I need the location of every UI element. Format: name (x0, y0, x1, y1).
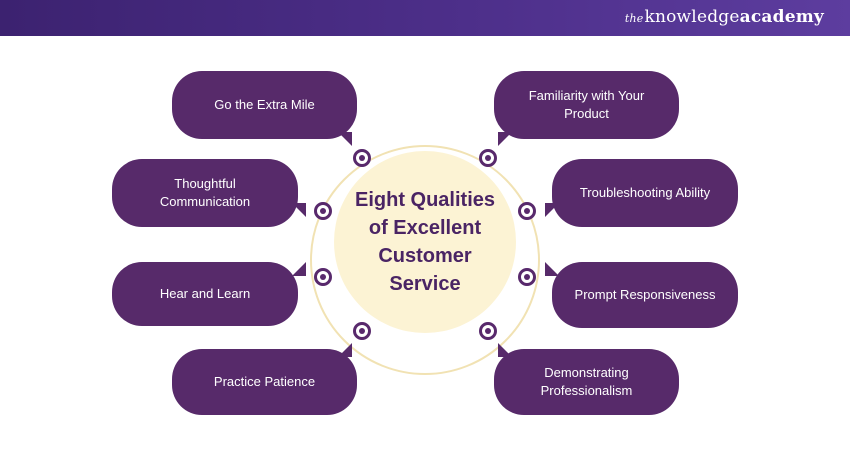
bubble-label: Familiarity with Your Product (528, 88, 645, 121)
bubble-tail (545, 262, 559, 276)
bubble-tail (498, 132, 512, 146)
bubble-familiarity-with-product: Familiarity with Your Product (494, 71, 679, 139)
bubble-label: Practice Patience (213, 374, 316, 389)
bubble-tail (498, 343, 512, 357)
bubble-tail (545, 203, 559, 217)
bubble-demonstrating-professionalism: Demonstrating Professionalism (494, 349, 679, 415)
header-banner: theknowledgeacademy (0, 0, 850, 36)
connector-dot-mid-left-lower (314, 268, 332, 286)
bubble-practice-patience: Practice Patience (172, 349, 357, 415)
bubble-thoughtful-communication: Thoughtful Communication (112, 159, 298, 227)
bubble-tail (338, 132, 352, 146)
bubble-tail (338, 343, 352, 357)
bubble-go-extra-mile: Go the Extra Mile (172, 71, 357, 139)
center-title: Eight Qualities of Excellent Customer Se… (354, 189, 496, 295)
connector-dot-mid-right-lower (518, 268, 536, 286)
bubble-prompt-responsiveness: Prompt Responsiveness (552, 262, 738, 328)
bubble-label: Thoughtful Communication (159, 176, 251, 209)
bubble-label: Prompt Responsiveness (574, 287, 716, 302)
bubble-label: Hear and Learn (159, 286, 251, 301)
connector-dot-bottom-left (353, 322, 371, 340)
bubble-label: Troubleshooting Ability (579, 185, 711, 200)
center-circle: Eight Qualities of Excellent Customer Se… (334, 151, 516, 333)
brand-logo: theknowledgeacademy (624, 7, 824, 27)
center-ring (310, 145, 540, 375)
connector-dot-top-right (479, 149, 497, 167)
bubble-troubleshooting-ability: Troubleshooting Ability (552, 159, 738, 227)
connector-dot-top-left (353, 149, 371, 167)
connector-dot-mid-right-upper (518, 202, 536, 220)
connector-dot-mid-left-upper (314, 202, 332, 220)
bubble-label: Go the Extra Mile (214, 97, 315, 112)
bubble-label: Demonstrating Professionalism (540, 365, 633, 398)
bubble-tail (292, 203, 306, 217)
bubble-tail (292, 262, 306, 276)
connector-dot-bottom-right (479, 322, 497, 340)
bubble-hear-and-learn: Hear and Learn (112, 262, 298, 326)
